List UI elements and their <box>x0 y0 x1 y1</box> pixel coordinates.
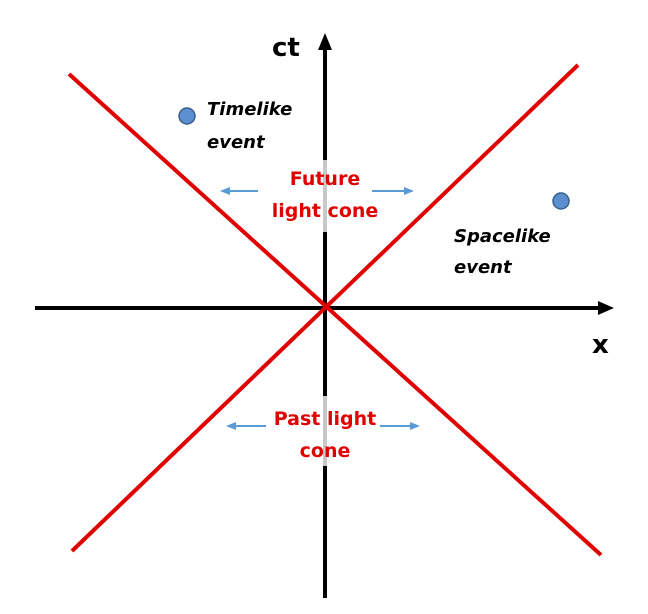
timelike-event-label-line2: event <box>207 132 266 153</box>
timelike-event-marker <box>178 107 196 125</box>
light-cone-line-descending <box>67 72 603 557</box>
future-cone-label-line2: light cone <box>272 200 379 222</box>
spacelike-event-marker <box>552 192 570 210</box>
past-cone-label-line1: Past light <box>274 408 376 430</box>
ct-axis-arrowhead <box>318 33 332 50</box>
future-cone-label-line1: Future <box>290 168 360 190</box>
past-cone-label-line2: cone <box>300 440 351 462</box>
x-axis-arrowhead <box>598 301 614 315</box>
x-axis-label: x <box>592 330 609 360</box>
timelike-event-label-line1: Timelike <box>207 99 292 120</box>
spacelike-event-label-line1: Spacelike <box>454 226 551 247</box>
spacelike-event-label-line2: event <box>454 257 513 278</box>
ct-axis-label: ct <box>272 33 300 63</box>
